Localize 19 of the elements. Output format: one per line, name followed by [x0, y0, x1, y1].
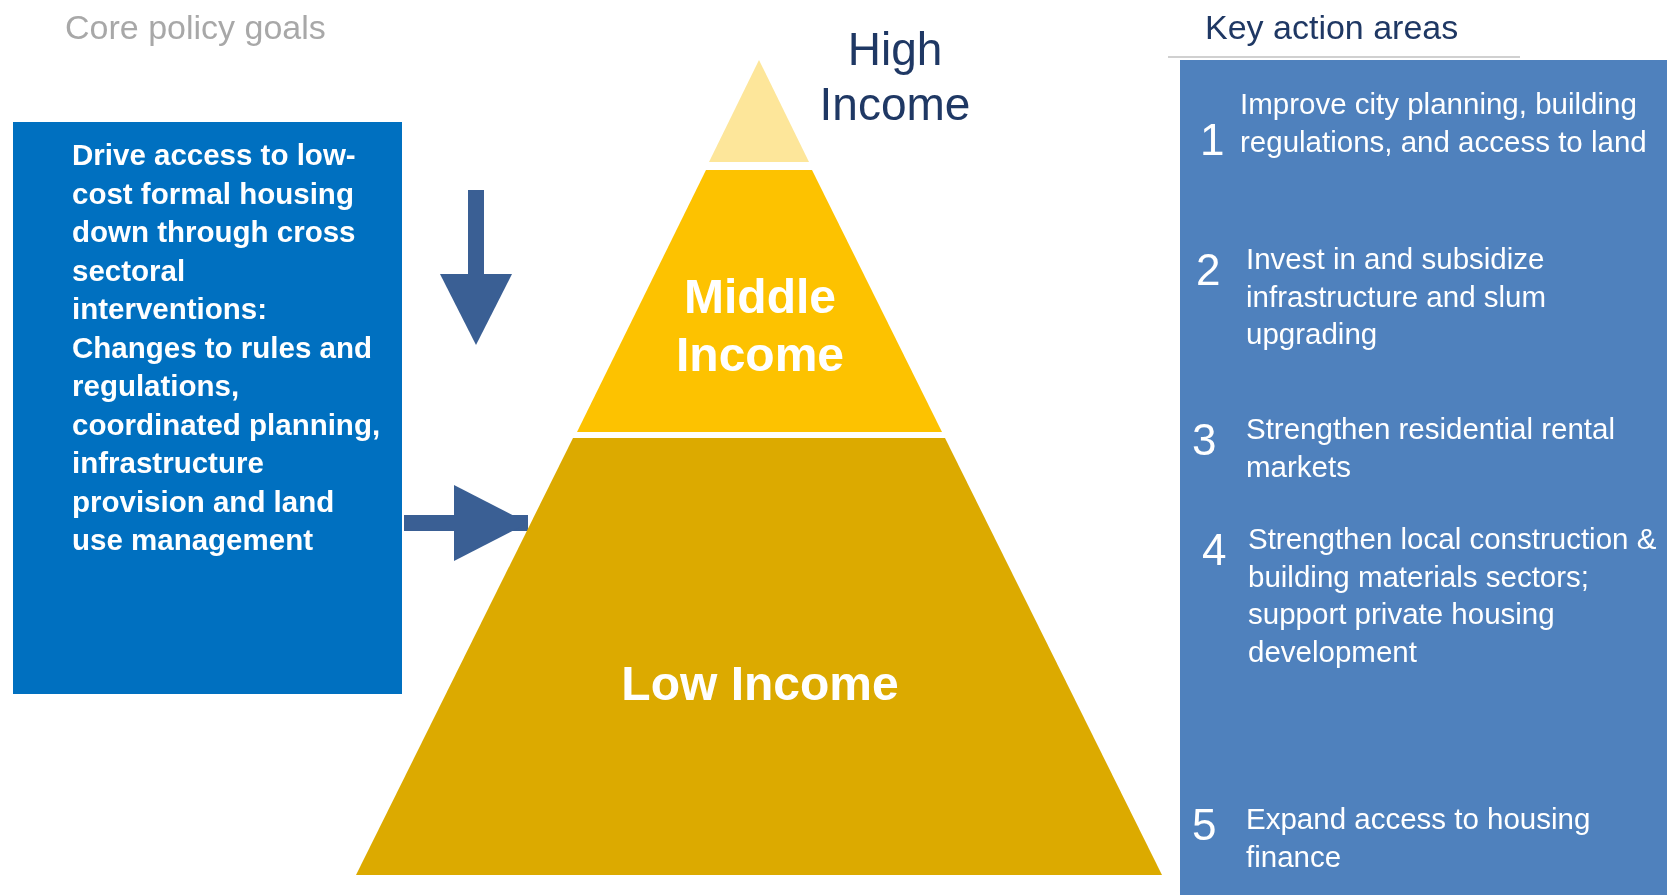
item-number: 2 — [1196, 245, 1221, 295]
tier-label: High Income — [818, 22, 972, 133]
item-text: Invest in and subsidize infrastructure and slum upgrading — [1246, 241, 1548, 352]
item-text: Strengthen local construction & building materials sectors; support private housing development — [1248, 521, 1658, 670]
arrow — [404, 485, 528, 561]
item-number: 3 — [1192, 415, 1217, 465]
item-text: Improve city planning, building regulations, and access to land — [1240, 86, 1648, 160]
tier-label: Middle Income — [674, 269, 845, 383]
tier-label: Low Income — [620, 656, 900, 712]
panel-background — [1180, 60, 1667, 895]
item-text: Strengthen residential rental markets — [1246, 411, 1616, 485]
goal-text: Drive access to low-cost formal housing down through cross sectoral interventions: Changes to rules and regulations, coordinated planning, infrastructure provision and land use management — [72, 137, 382, 558]
item-text: Expand access to housing finance — [1246, 801, 1592, 875]
item-number: 4 — [1202, 525, 1227, 575]
item-number: 5 — [1192, 800, 1217, 850]
section-heading: Key action areas — [1205, 8, 1459, 47]
goal-box — [13, 122, 402, 694]
title: Core policy goals — [65, 8, 326, 47]
item-number: 1 — [1200, 115, 1225, 165]
